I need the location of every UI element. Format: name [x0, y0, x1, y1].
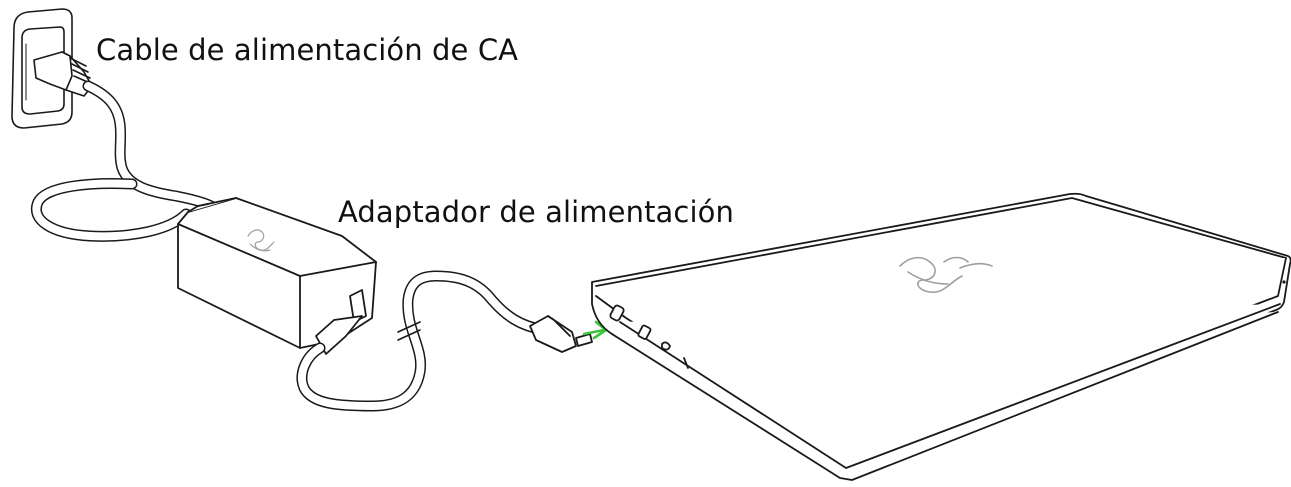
usb-c-angled-connector-icon [529, 315, 593, 353]
closed-laptop-icon [591, 192, 1291, 481]
razer-snake-logo-icon [247, 229, 275, 252]
dc-power-cable [296, 270, 550, 412]
ac-power-cable [30, 80, 220, 242]
power-adapter-label: Adaptador de alimentación [338, 195, 734, 229]
laptop-razer-logo-icon [899, 256, 993, 293]
power-adapter-brick-icon [177, 197, 377, 355]
ac-power-cable-label: Cable de alimentación de CA [96, 33, 519, 67]
power-plug-icon [33, 51, 93, 97]
